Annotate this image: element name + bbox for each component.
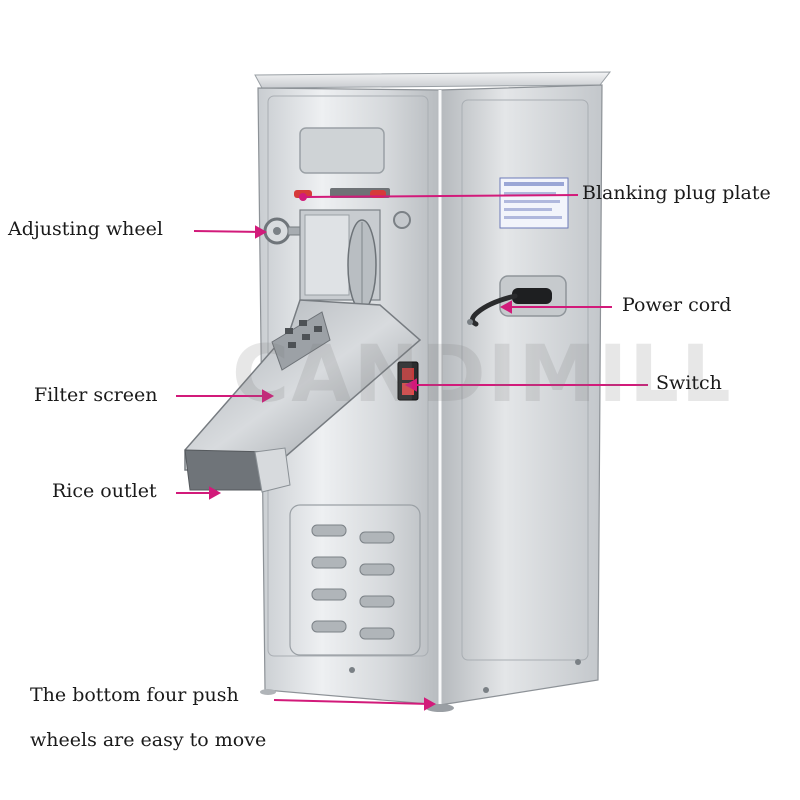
switch <box>397 361 419 401</box>
callout-leader-lines <box>176 193 648 711</box>
filter-screen <box>271 311 331 371</box>
watermark: CANDIMILL <box>232 330 733 420</box>
callout-rice-outlet: Rice outlet <box>52 480 157 502</box>
callout-power-cord: Power cord <box>622 294 732 316</box>
ventilation-panel <box>289 504 421 656</box>
milling-head <box>299 209 381 311</box>
callout-bottom-wheels-line1: The bottom four push <box>30 684 239 706</box>
callout-switch: Switch <box>656 372 722 394</box>
callout-bottom-wheels-line2: wheels are easy to move <box>30 729 267 751</box>
callout-adjusting-wheel: Adjusting wheel <box>8 218 163 240</box>
discharge-chute <box>184 299 422 493</box>
top-lid <box>254 71 612 89</box>
front-window <box>299 127 385 174</box>
callout-filter-screen: Filter screen <box>34 384 158 406</box>
callout-blanking-plug-plate: Blanking plug plate <box>582 182 771 204</box>
nameplate <box>499 177 569 229</box>
